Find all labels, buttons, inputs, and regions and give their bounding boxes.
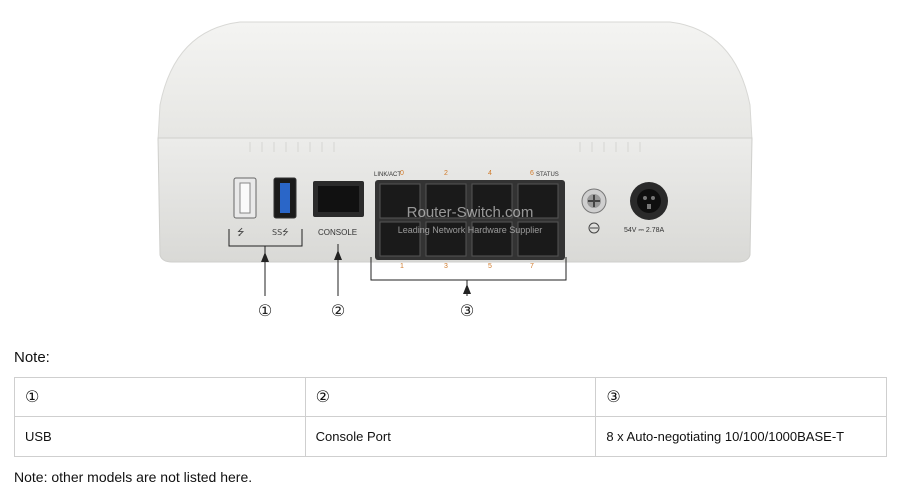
port-number-5: 5	[488, 263, 492, 270]
rj45-port-5	[471, 221, 513, 257]
link-act-label: LINK/ACT	[374, 172, 401, 178]
table-cell-console: Console Port	[304, 416, 597, 457]
notes-table: ① ② ③ USB Console Port 8 x Auto-negotiat…	[14, 377, 887, 457]
table-cell-ethernet: 8 x Auto-negotiating 10/100/1000BASE-T	[595, 416, 887, 457]
usb-port-2	[273, 177, 297, 219]
table-row-numbers: ① ② ③	[14, 377, 887, 417]
power-jack	[630, 182, 668, 220]
console-port	[313, 181, 364, 217]
rj45-port-4	[471, 183, 513, 219]
rj45-port-block	[375, 180, 565, 260]
rj45-port-1	[379, 221, 421, 257]
callout-1: ①	[258, 303, 272, 320]
port-number-6: 6	[530, 170, 534, 177]
port-number-1: 1	[400, 263, 404, 270]
arrow-head-3	[463, 284, 471, 294]
port-number-2: 2	[444, 170, 448, 177]
footer-note: Note: other models are not listed here.	[14, 469, 253, 485]
table-cell-number-1: ①	[14, 377, 306, 417]
usb-port-1	[233, 177, 257, 219]
rj45-port-7	[517, 221, 559, 257]
status-label: STATUS	[536, 172, 559, 178]
rj45-port-3	[425, 221, 467, 257]
port-number-0: 0	[400, 170, 404, 177]
table-cell-usb: USB	[14, 416, 306, 457]
callout-3: ③	[460, 303, 474, 320]
watermark-line1: Router-Switch.com	[407, 204, 534, 221]
rj45-port-0	[379, 183, 421, 219]
power-rating-label: 54V ⎓ 2.78A	[624, 227, 665, 234]
arrow-head-1	[261, 252, 269, 262]
note-title: Note:	[14, 349, 50, 366]
table-cell-number-3: ③	[595, 377, 887, 417]
rj45-port-6	[517, 183, 559, 219]
usb-icon: ⭍	[237, 227, 245, 238]
port-number-7: 7	[530, 263, 534, 270]
device-diagram: ⭍ SS⭍ CONSOLE LINK/ACT STATUS 0 2 4 6 1 …	[157, 21, 753, 320]
rj45-port-2	[425, 183, 467, 219]
ground-screw-icon	[581, 188, 607, 234]
usb-ss-icon: SS⭍	[272, 228, 289, 237]
port-number-3: 3	[444, 263, 448, 270]
table-row-descriptions: USB Console Port 8 x Auto-negotiating 10…	[14, 416, 887, 457]
port-number-4: 4	[488, 170, 492, 177]
table-cell-number-2: ②	[304, 377, 597, 417]
console-label: CONSOLE	[318, 228, 357, 237]
arrow-head-2	[334, 250, 342, 260]
router-body	[157, 21, 753, 263]
callout-2: ②	[331, 303, 345, 320]
watermark-line2: Leading Network Hardware Supplier	[398, 225, 543, 235]
